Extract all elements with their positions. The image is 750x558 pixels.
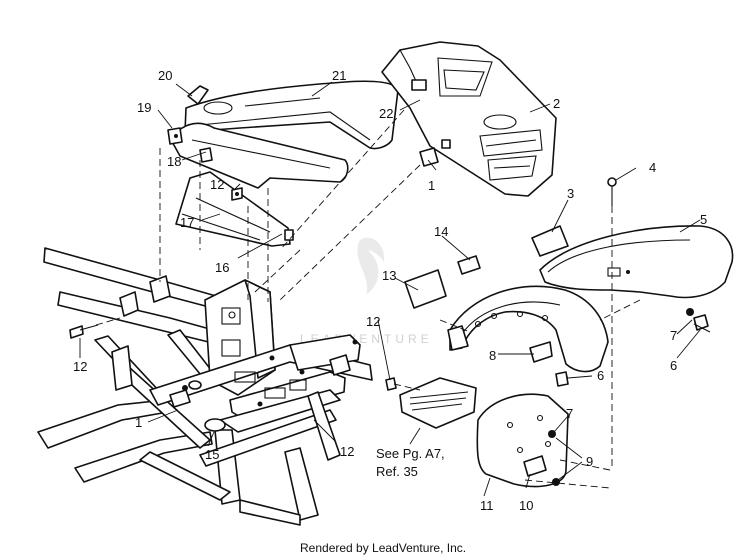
hood-part-2: [381, 41, 557, 197]
callout-6-a: 6: [670, 358, 677, 373]
callout-1-a: 1: [428, 178, 435, 193]
decal-part-3: [531, 225, 569, 257]
callout-9: 9: [586, 454, 593, 469]
callout-17: 17: [180, 215, 194, 230]
callout-12-b: 12: [366, 314, 380, 329]
callout-7-a: 7: [670, 328, 677, 343]
front-cover-part-17: [175, 171, 294, 247]
callout-3: 3: [567, 186, 574, 201]
bracket-part-8: [529, 341, 553, 363]
callout-2: 2: [553, 96, 560, 111]
callout-19: 19: [137, 100, 151, 115]
bolt-icon-4: [607, 177, 617, 206]
footer-credit: Rendered by LeadVenture, Inc.: [300, 541, 466, 555]
callout-20: 20: [158, 68, 172, 83]
callout-12-c: 12: [73, 359, 87, 374]
frame: [37, 247, 373, 526]
front-fender-part-14: [447, 285, 609, 373]
callout-7-b: 7: [566, 406, 573, 421]
note-line-1: See Pg. A7,: [376, 446, 445, 461]
footpeg-plate: [385, 377, 477, 429]
bolt-icon-left: [69, 324, 99, 339]
callout-6-b: 6: [597, 368, 604, 383]
leader-lines: [79, 81, 701, 497]
callout-11: 11: [480, 498, 494, 513]
callout-8: 8: [489, 348, 496, 363]
tray-part-21: [169, 80, 399, 189]
callout-5: 5: [700, 212, 707, 227]
mud-flap-part-11: [476, 393, 569, 488]
callout-10: 10: [519, 498, 533, 513]
callout-12-d: 12: [340, 444, 354, 459]
clip-part-1: [419, 147, 439, 167]
watermark-flame-icon: [357, 237, 385, 295]
note-line-2: Ref. 35: [376, 464, 418, 479]
callout-18: 18: [167, 154, 181, 169]
rear-fender-part-5: [539, 225, 734, 299]
callouts: 20 21 19 18 12 17 16 22 2 1 3 4 5 14 13 …: [73, 68, 707, 513]
callout-1-b: 1: [135, 415, 142, 430]
retainer-parts: [167, 85, 243, 201]
assembly-lines: [95, 109, 641, 489]
callout-12-a: 12: [210, 177, 224, 192]
callout-14: 14: [434, 224, 448, 239]
callout-22: 22: [379, 106, 393, 121]
decal-part-13: [404, 269, 447, 309]
rear-bolts: [555, 308, 711, 387]
callout-15: 15: [205, 447, 219, 462]
decal-part-14-small: [457, 255, 481, 275]
callout-4: 4: [649, 160, 656, 175]
callout-16: 16: [215, 260, 229, 275]
callout-13: 13: [382, 268, 396, 283]
callout-21: 21: [332, 68, 346, 83]
